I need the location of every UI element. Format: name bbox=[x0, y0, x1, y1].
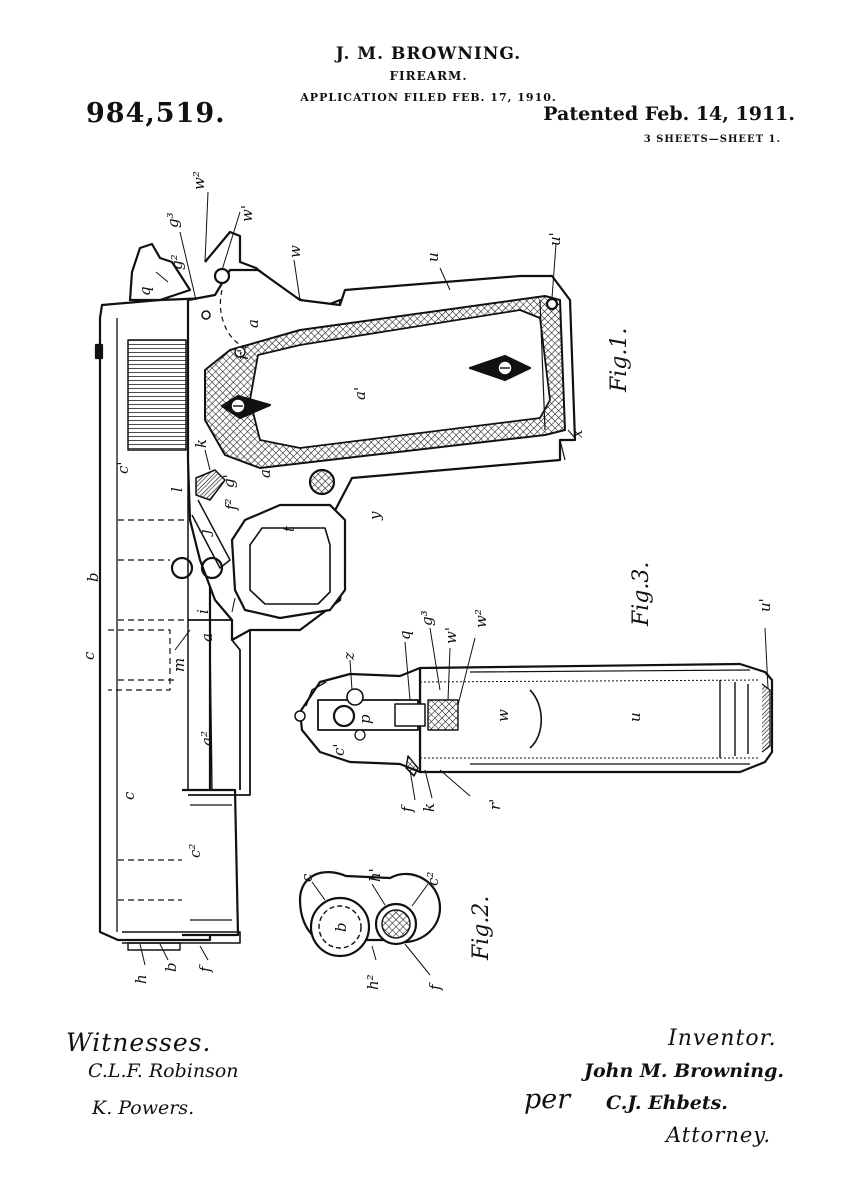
svg-text:w²: w² bbox=[190, 171, 208, 190]
attorney-signature: C.J. Ehbets. bbox=[606, 1092, 728, 1114]
svg-text:f²: f² bbox=[222, 498, 240, 511]
svg-text:g': g' bbox=[220, 474, 238, 488]
svg-text:c: c bbox=[80, 651, 98, 660]
sheet-count: 3 SHEETS—SHEET 1. bbox=[643, 134, 781, 145]
svg-text:a': a' bbox=[351, 387, 369, 400]
svg-text:r': r' bbox=[234, 349, 252, 360]
svg-text:g³: g³ bbox=[418, 610, 436, 626]
svg-text:a: a bbox=[256, 469, 274, 478]
figure-3-label: Fig.3. bbox=[629, 562, 654, 627]
svg-text:b: b bbox=[332, 922, 350, 932]
inventor-label: Inventor. bbox=[668, 1026, 777, 1051]
svg-text:j: j bbox=[196, 529, 214, 537]
svg-text:a: a bbox=[198, 633, 216, 642]
figure-1-labels: w² g³ w' q g² w u u' a r' a' x k c' l f²… bbox=[80, 171, 632, 984]
figure-1-label: Fig.1. bbox=[607, 328, 632, 393]
svg-text:y: y bbox=[366, 511, 384, 521]
svg-text:a²: a² bbox=[198, 731, 216, 746]
svg-text:z: z bbox=[340, 652, 358, 661]
svg-text:q: q bbox=[136, 286, 154, 296]
svg-text:t: t bbox=[280, 525, 298, 532]
figure-1-leader-lines bbox=[139, 191, 576, 966]
svg-text:p: p bbox=[356, 714, 374, 724]
svg-text:k: k bbox=[192, 439, 210, 448]
svg-text:u': u' bbox=[756, 598, 774, 612]
svg-text:c': c' bbox=[330, 743, 348, 756]
svg-text:b: b bbox=[162, 962, 180, 972]
svg-text:h²: h² bbox=[364, 974, 382, 990]
svg-text:w: w bbox=[286, 245, 304, 258]
svg-text:f: f bbox=[196, 964, 214, 973]
patent-title: FIREARM. bbox=[389, 69, 468, 83]
figure-3-top-view bbox=[294, 662, 774, 777]
svg-text:h': h' bbox=[366, 868, 384, 882]
figure-2-leader-lines bbox=[311, 881, 431, 976]
figure-3-labels: u' g³ q w' w² z p c' w u f k r' Fig.3. bbox=[330, 562, 774, 813]
witness-2-signature: K. Powers. bbox=[92, 1097, 195, 1119]
attorney-label: Attorney. bbox=[666, 1123, 772, 1147]
svg-text:w': w' bbox=[238, 205, 256, 222]
svg-text:c: c bbox=[298, 873, 316, 882]
svg-text:w: w bbox=[494, 709, 512, 722]
svg-text:m: m bbox=[170, 658, 188, 672]
svg-text:q: q bbox=[396, 630, 414, 640]
svg-text:r': r' bbox=[486, 799, 504, 810]
svg-text:a: a bbox=[244, 319, 262, 328]
svg-text:c²: c² bbox=[186, 844, 204, 858]
svg-text:h: h bbox=[132, 974, 150, 984]
svg-text:c²: c² bbox=[424, 872, 442, 886]
application-filed: APPLICATION FILED FEB. 17, 1910. bbox=[300, 91, 557, 104]
svg-text:u': u' bbox=[546, 232, 564, 246]
svg-text:u: u bbox=[424, 252, 442, 262]
figure-2-front-view bbox=[298, 871, 442, 958]
svg-text:f: f bbox=[426, 982, 444, 991]
svg-text:b: b bbox=[84, 572, 102, 582]
figure-2-label: Fig.2. bbox=[469, 896, 494, 961]
svg-text:g³: g³ bbox=[164, 212, 182, 228]
svg-text:c': c' bbox=[114, 461, 132, 474]
inventor-name: J. M. BROWNING. bbox=[335, 44, 522, 64]
svg-text:l: l bbox=[168, 487, 186, 492]
inventor-signature: John M. Browning. bbox=[584, 1060, 785, 1082]
witnesses-label: Witnesses. bbox=[66, 1028, 212, 1057]
svg-text:g²: g² bbox=[168, 254, 186, 270]
figure-1-side-view bbox=[94, 230, 577, 951]
svg-text:x: x bbox=[568, 429, 586, 438]
per-label: per bbox=[524, 1084, 571, 1115]
figure-2-labels: c h' c² b h² f Fig.2. bbox=[298, 868, 494, 991]
witness-1-signature: C.L.F. Robinson bbox=[88, 1060, 239, 1082]
figure-3-leader-lines bbox=[349, 627, 769, 801]
svg-text:w²: w² bbox=[472, 609, 490, 628]
patent-number: 984,519. bbox=[86, 98, 226, 129]
svg-text:u: u bbox=[626, 712, 644, 722]
svg-text:i: i bbox=[194, 609, 212, 614]
svg-text:k: k bbox=[420, 803, 438, 812]
svg-text:f: f bbox=[398, 804, 416, 813]
patented-date: Patented Feb. 14, 1911. bbox=[543, 103, 795, 125]
svg-text:w': w' bbox=[442, 627, 460, 644]
svg-text:c: c bbox=[120, 791, 138, 800]
